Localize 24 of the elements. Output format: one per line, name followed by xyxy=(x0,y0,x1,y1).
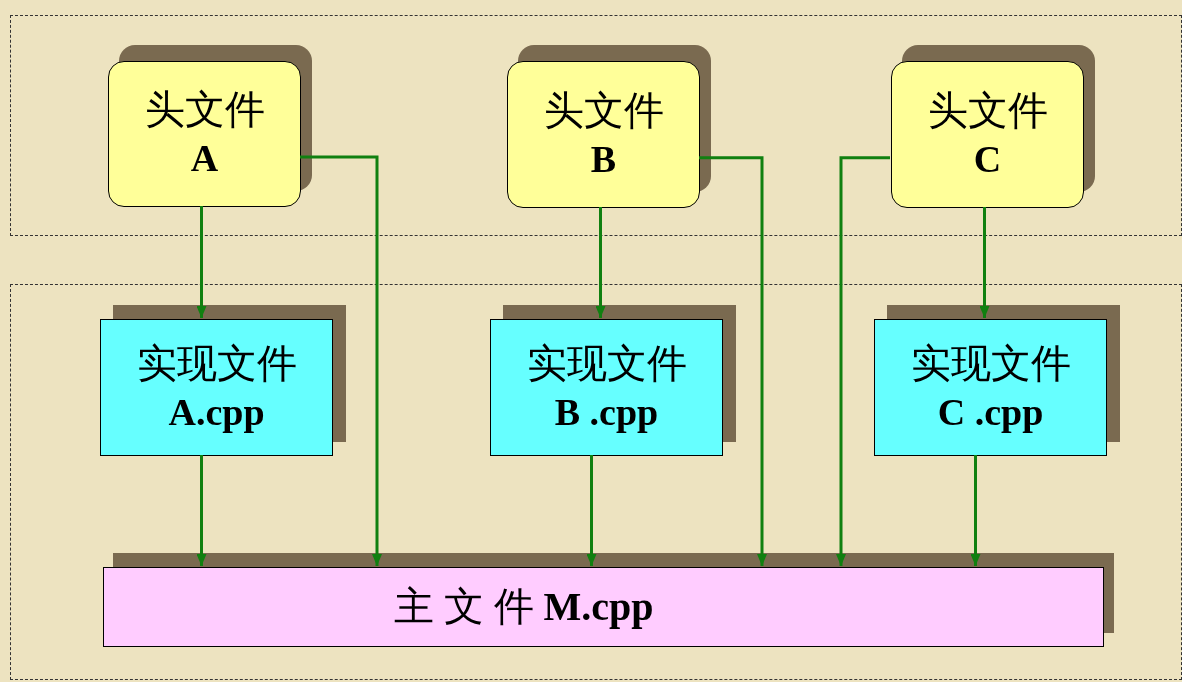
file-name-label: C xyxy=(973,136,1002,182)
file-name-label: A.cpp xyxy=(168,389,265,435)
file-type-label: 头文件 xyxy=(543,86,664,135)
file-name-label: C .cpp xyxy=(937,389,1044,435)
arrow xyxy=(300,155,382,566)
arrow xyxy=(970,455,981,566)
file-name-label: A xyxy=(190,136,219,182)
dashed-region xyxy=(10,15,1182,236)
file-name-label: B xyxy=(590,136,617,182)
dashed-region xyxy=(10,284,1182,680)
file-type-label: 实现文件 xyxy=(136,339,297,388)
file-name-label: B .cpp xyxy=(554,389,659,435)
arrow xyxy=(595,207,606,318)
arrow xyxy=(196,206,207,318)
arrow xyxy=(586,455,597,566)
file-type-label: 头文件 xyxy=(144,86,265,135)
arrow xyxy=(836,156,890,566)
file-type-label: 头文件 xyxy=(927,86,1048,135)
file-type-label: 实现文件 xyxy=(910,339,1071,388)
arrow xyxy=(196,455,207,566)
arrow xyxy=(979,207,990,318)
file-type-label: 实现文件 xyxy=(526,339,687,388)
file-label: 主 文 件 M.cpp xyxy=(393,587,655,627)
arrow xyxy=(699,156,767,566)
